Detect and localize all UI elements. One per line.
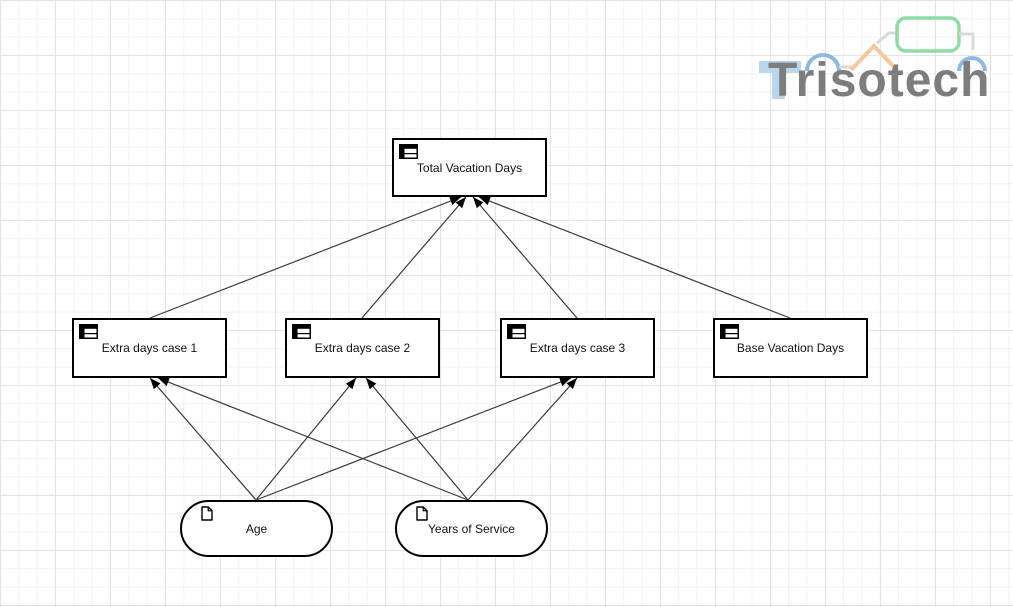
decision-table-icon (507, 324, 526, 339)
node-label: Base Vacation Days (736, 341, 845, 355)
input-node-age[interactable]: Age (180, 500, 333, 557)
requirement-edge-age-to-extra-days-case-1[interactable] (149, 377, 257, 501)
node-label: Extra days case 1 (101, 341, 198, 355)
node-label: Years of Service (428, 521, 515, 536)
requirement-edge-age-to-extra-days-case-2[interactable] (255, 377, 357, 501)
requirement-edge-years-of-service-to-extra-days-case-3[interactable] (467, 377, 578, 501)
requirement-edge-years-of-service-to-extra-days-case-2[interactable] (365, 377, 469, 501)
node-label: Extra days case 3 (529, 341, 626, 355)
decision-node-base-vacation-days[interactable]: Base Vacation Days (713, 318, 868, 378)
requirement-edge-extra-days-case-1-to-total-vacation-days[interactable] (149, 196, 462, 319)
node-label: Total Vacation Days (416, 160, 523, 175)
decision-table-icon (720, 324, 739, 339)
requirement-edge-extra-days-case-3-to-total-vacation-days[interactable] (472, 196, 578, 319)
decision-table-icon (79, 324, 98, 339)
decision-node-extra-days-case-3[interactable]: Extra days case 3 (500, 318, 655, 378)
decision-node-extra-days-case-1[interactable]: Extra days case 1 (72, 318, 227, 378)
decision-table-icon (292, 324, 311, 339)
node-label: Extra days case 2 (314, 341, 411, 355)
requirement-edge-base-vacation-days-to-total-vacation-days[interactable] (478, 196, 791, 319)
document-icon (201, 506, 213, 521)
document-icon (416, 506, 428, 521)
requirement-edge-extra-days-case-2-to-total-vacation-days[interactable] (361, 196, 467, 319)
decision-node-extra-days-case-2[interactable]: Extra days case 2 (285, 318, 440, 378)
input-node-years-of-service[interactable]: Years of Service (395, 500, 548, 557)
decision-table-icon (399, 144, 418, 159)
requirement-edge-age-to-extra-days-case-3[interactable] (255, 377, 572, 501)
requirement-edge-years-of-service-to-extra-days-case-1[interactable] (157, 377, 469, 501)
decision-node-total-vacation-days[interactable]: Total Vacation Days (392, 138, 547, 197)
node-label: Age (245, 521, 268, 536)
